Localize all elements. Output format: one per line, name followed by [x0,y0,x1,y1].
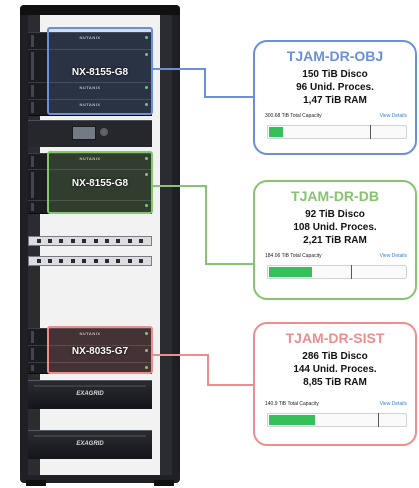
capacity-bar [267,265,407,279]
node-group-highlight: NX-8155-G8 [47,27,153,115]
status-led [145,53,148,56]
status-led [145,36,148,39]
processor-count: 96 Unid. Proces. [296,82,374,93]
node-group-highlight: NX-8035-G7 [47,326,153,374]
node-group-highlight: NX-8155-G8 [47,151,153,214]
capacity-row: 300.68 TiB Total Capacity View Details [265,111,407,123]
capacity-row: 184.06 TiB Total Capacity View Details [265,251,407,263]
cluster-title: TJAM-DR-SIST [285,330,385,346]
network-switch [28,236,152,246]
view-details-link[interactable]: View Details [379,253,407,259]
processor-count: 108 Unid. Proces. [293,222,377,233]
brand-label: NUTANIX [79,35,101,40]
brand-label: NUTANIX [79,85,101,90]
exagrid-logo: EXAGRID [76,441,104,447]
rack-foot-right [154,480,174,486]
ram-capacity: 8,85 TiB RAM [303,377,367,388]
status-led [145,332,148,335]
capacity-bar-fill [269,415,315,425]
lcd-screen [72,126,96,140]
processor-count: 144 Unid. Proces. [293,364,377,375]
status-led [145,103,148,106]
rack-top [20,5,180,15]
rack-foot-left [26,480,46,486]
capacity-bar-marker [370,125,372,139]
network-appliance [28,120,152,147]
control-dial [100,128,108,136]
status-led [145,173,148,176]
nutanix-node: NUTANIX [28,99,152,116]
exagrid-appliance: EXAGRID [28,430,152,459]
total-capacity-label: Total Capacity [290,113,322,119]
capacity-bar-fill [269,267,312,277]
total-capacity-label: Total Capacity [287,401,319,407]
exagrid-appliance: EXAGRID [28,380,152,409]
network-switch [28,256,152,266]
cluster-card: TJAM-DR-DB 92 TiB Disco 108 Unid. Proces… [253,180,417,300]
status-led [145,86,148,89]
disk-capacity: 92 TiB Disco [305,209,365,220]
ram-capacity: 1,47 TiB RAM [303,95,367,106]
node-group-label: NX-8155-G8 [71,178,129,189]
brand-label: NUTANIX [79,331,101,336]
capacity-row: 140.9 TiB Total Capacity View Details [265,399,407,411]
capacity-bar [267,413,407,427]
cluster-card: TJAM-DR-SIST 286 TiB Disco 144 Unid. Pro… [253,322,417,446]
connector-line [153,185,253,265]
exagrid-logo: EXAGRID [76,391,104,397]
view-details-link[interactable]: View Details [379,113,407,119]
view-details-link[interactable]: View Details [379,401,407,407]
status-led [145,157,148,160]
capacity-bar-marker [350,265,352,279]
node-group-label: NX-8035-G7 [71,346,129,357]
ram-capacity: 2,21 TiB RAM [303,235,367,246]
status-led [145,366,148,369]
status-led [145,204,148,207]
total-capacity-value: 140.9 TiB [265,401,287,407]
disk-capacity: 150 TiB Disco [302,69,368,80]
cluster-card: TJAM-DR-OBJ 150 TiB Disco 96 Unid. Proce… [253,40,417,155]
node-group-label: NX-8155-G8 [71,67,129,78]
connector-line [153,354,253,386]
disk-capacity: 286 TiB Disco [302,351,368,362]
cluster-title: TJAM-DR-DB [291,188,379,204]
total-capacity-value: 184.06 TiB [265,253,289,259]
status-led [145,349,148,352]
total-capacity-value: 300.68 TiB [265,113,289,119]
rack-rail-right [160,15,172,475]
capacity-bar [267,125,407,139]
brand-label: NUTANIX [79,102,101,107]
capacity-bar-fill [269,127,283,137]
brand-label: NUTANIX [79,156,101,161]
total-capacity-label: Total Capacity [290,253,322,259]
connector-line [153,68,253,98]
cluster-title: TJAM-DR-OBJ [286,48,384,64]
capacity-bar-marker [378,413,380,427]
